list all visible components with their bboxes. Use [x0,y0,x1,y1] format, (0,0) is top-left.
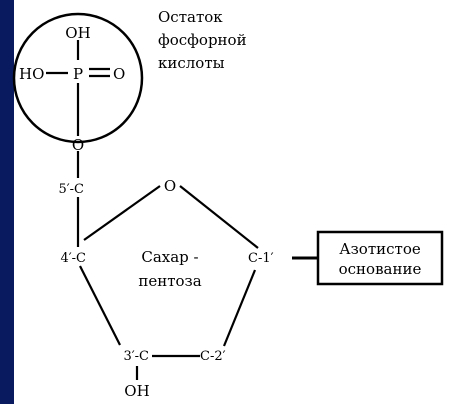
phosphate-caption-line-3: кислоты [158,54,225,72]
bond-ring-o-c1 [179,185,259,249]
phosphate-o-right-label: O [113,65,125,83]
base-label-line-2: основание [339,260,422,278]
base-label-line-1: Азотистое [339,240,421,258]
sugar-name-line-2: пентоза [138,272,201,290]
phosphate-oh-label: OH [65,24,90,42]
phosphate-ho-label: HO [19,65,44,83]
c3-oh-label: OH [124,382,149,400]
c3-label: 3′-C [123,349,149,364]
phosphate-circle [12,12,144,144]
c1-label: C-1′ [248,251,274,266]
base-box [316,230,444,286]
bond-c3-c4 [79,265,121,346]
c2-label: C-2′ [200,349,226,364]
bond-c4-ring-o [83,185,161,241]
phosphate-caption-line-2: фосфорной [158,31,247,49]
bridge-o-label: O [72,136,84,154]
paper-background [14,0,469,404]
phosphate-caption-line-1: Остаток [158,8,223,26]
ring-o-label: O [164,177,176,195]
sugar-name-line-1: Сахар - [141,248,198,266]
c4-label: 4′-C [60,251,86,266]
c5-label: 5′-C [58,182,84,197]
bond-c1-c2 [222,269,257,347]
phosphate-p-label: P [73,65,83,83]
